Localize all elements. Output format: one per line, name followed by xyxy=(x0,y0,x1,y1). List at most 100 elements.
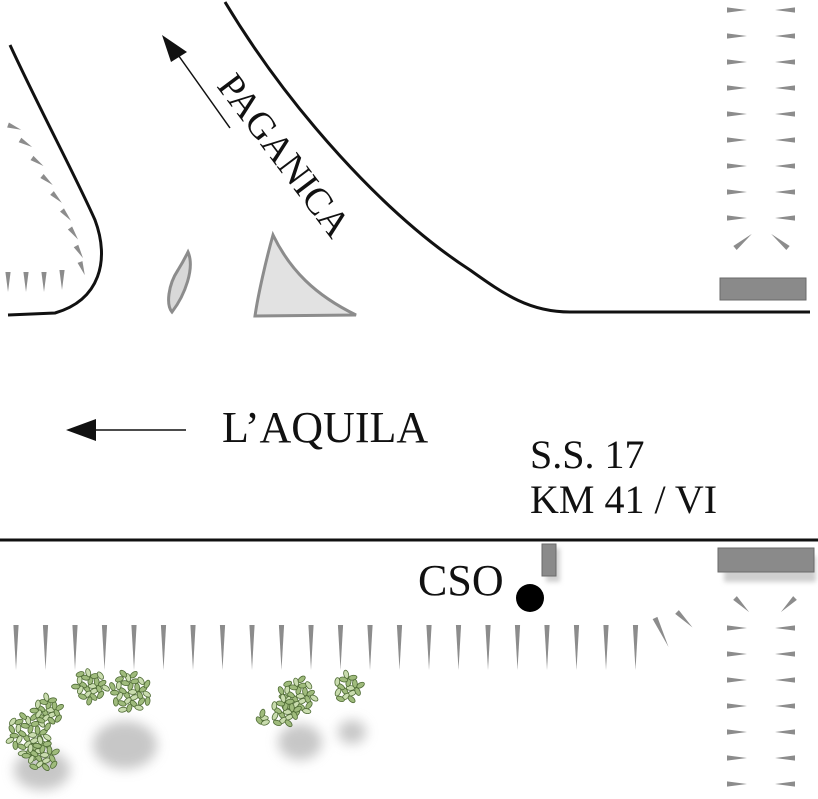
curb-marker xyxy=(190,625,196,670)
curb-marker xyxy=(775,677,795,683)
curb-marker xyxy=(278,625,285,670)
leaf xyxy=(55,704,65,711)
curb-marker xyxy=(514,625,521,670)
road-edge-left-curb xyxy=(7,44,103,317)
road-edge-paganica-curve xyxy=(223,1,810,314)
curb-marker xyxy=(42,625,49,670)
curb-marker xyxy=(727,111,747,117)
curb-marker xyxy=(5,272,11,292)
leaf xyxy=(143,679,151,689)
curb-marker xyxy=(675,610,693,628)
curb-marker xyxy=(727,677,747,683)
leaf xyxy=(42,741,52,747)
curb-marker xyxy=(727,137,747,143)
leaf xyxy=(40,752,50,758)
curb-marker xyxy=(727,703,747,709)
leaf xyxy=(343,669,350,679)
leaf xyxy=(334,677,341,687)
label-aquila: L’AQUILA xyxy=(222,403,428,452)
curb-marker xyxy=(775,137,795,143)
curb-marker xyxy=(367,625,373,670)
leaf xyxy=(78,693,87,700)
curb-marker xyxy=(727,755,747,761)
curb-marker xyxy=(7,122,22,130)
curb-marker xyxy=(727,215,747,221)
leaf xyxy=(273,719,282,727)
curb-marker xyxy=(727,189,747,195)
leaf xyxy=(119,669,128,678)
curb-marker xyxy=(101,625,108,670)
curb-marker xyxy=(775,625,795,631)
leaf xyxy=(336,695,345,703)
leaf xyxy=(15,723,22,733)
leaf xyxy=(137,697,146,706)
leaf xyxy=(302,708,312,715)
curb-marker xyxy=(396,625,403,670)
leaf xyxy=(96,690,105,699)
leaf xyxy=(29,707,39,714)
curb-marker xyxy=(485,625,491,670)
curb-marker xyxy=(733,233,752,250)
curb-marker xyxy=(67,226,79,240)
leaf xyxy=(12,740,19,750)
vegetation-shadows xyxy=(14,720,366,790)
leaf xyxy=(47,716,56,725)
leaf xyxy=(35,699,41,709)
curb-marker xyxy=(544,625,550,670)
sign-panel-north xyxy=(719,277,807,301)
curb-marker xyxy=(727,33,747,39)
leaf xyxy=(310,694,319,702)
arrow-aquila-icon xyxy=(66,419,186,441)
curb-marker xyxy=(603,625,609,670)
curb-marker xyxy=(775,189,795,195)
leaf xyxy=(283,680,293,687)
leaf xyxy=(9,717,17,726)
curb-marker xyxy=(72,625,78,670)
curb-marker xyxy=(337,625,344,670)
leaf xyxy=(43,692,50,702)
curb-marker xyxy=(652,616,669,648)
leaf xyxy=(280,693,287,703)
leaf xyxy=(284,719,293,728)
curb-marker xyxy=(727,59,747,65)
curb-marker xyxy=(219,625,226,670)
leaf xyxy=(50,760,58,769)
leaf xyxy=(347,695,356,704)
curb-marker xyxy=(249,625,255,670)
curb-marker xyxy=(13,625,19,670)
leaf xyxy=(142,690,151,698)
leaf xyxy=(96,671,104,680)
leaf xyxy=(8,724,16,734)
leaf xyxy=(134,704,144,711)
curb-marker xyxy=(771,233,790,250)
curb-marker xyxy=(775,703,795,709)
curb-marker xyxy=(727,163,747,169)
leaf xyxy=(19,712,27,720)
curb-marker xyxy=(775,163,795,169)
curb-marker xyxy=(775,215,795,221)
curb-marker xyxy=(775,33,795,39)
leaf xyxy=(128,689,138,695)
leaf xyxy=(129,671,138,679)
curb-markers-south-row xyxy=(13,610,693,670)
curb-marker xyxy=(727,7,747,13)
curb-marker xyxy=(60,208,71,221)
sign-panel-south xyxy=(717,547,815,573)
curb-marker xyxy=(30,155,44,167)
traffic-island-triangle xyxy=(253,230,357,318)
curb-marker xyxy=(727,781,747,787)
leaf xyxy=(37,735,44,745)
leaf xyxy=(354,687,361,696)
leaf xyxy=(297,675,306,683)
arrow-paganica-icon xyxy=(162,35,231,129)
leaf xyxy=(14,718,24,725)
curb-marker xyxy=(308,625,314,670)
leaf xyxy=(75,671,85,678)
leaf xyxy=(101,684,110,692)
curb-marker xyxy=(727,651,747,657)
leaf xyxy=(5,737,15,744)
curb-marker xyxy=(775,755,795,761)
curb-marker xyxy=(632,625,639,670)
leaf xyxy=(285,698,295,705)
station-marker-icon xyxy=(516,584,544,612)
